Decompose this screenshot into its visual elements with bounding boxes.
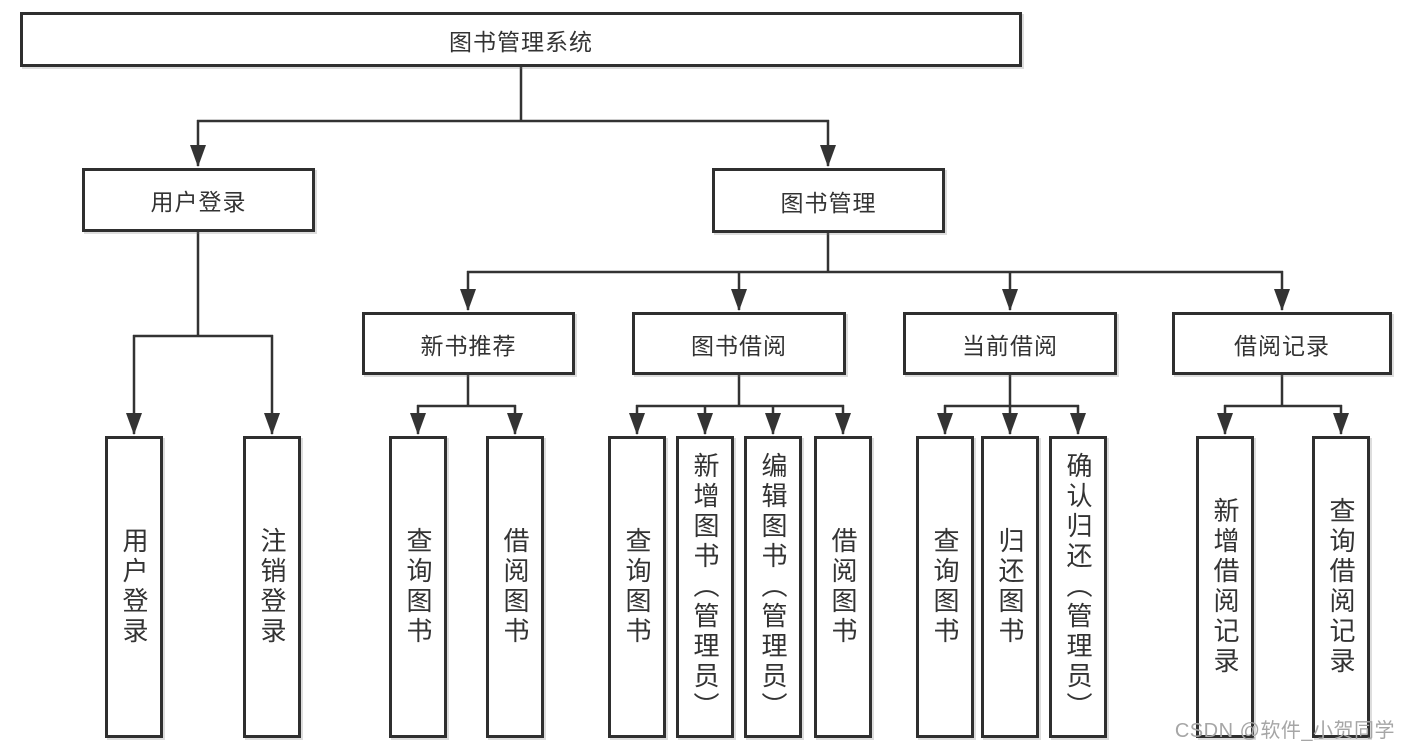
leaf-query-book-3: 查询图书 [916, 436, 974, 738]
node-book-mgmt-branch: 图书管理 [712, 168, 945, 233]
leaf-query-borrow-record: 查询借阅记录 [1312, 436, 1370, 738]
leaf-borrow-book-1: 借阅图书 [486, 436, 544, 738]
leaf-edit-book-admin: 编辑图书（管理员） [744, 436, 802, 738]
node-user-login-branch: 用户登录 [82, 168, 315, 232]
leaf-add-borrow-record: 新增借阅记录 [1196, 436, 1254, 738]
csdn-watermark: CSDN @软件_小贺同学 [1174, 720, 1395, 742]
leaf-user-login: 用户登录 [105, 436, 163, 738]
node-borrow-record: 借阅记录 [1172, 312, 1392, 375]
leaf-borrow-book-2: 借阅图书 [814, 436, 872, 738]
node-current-borrow: 当前借阅 [903, 312, 1117, 375]
node-root-library-system: 图书管理系统 [20, 12, 1022, 67]
leaf-query-book-2: 查询图书 [608, 436, 666, 738]
node-book-borrow: 图书借阅 [632, 312, 846, 375]
leaf-add-book-admin: 新增图书（管理员） [676, 436, 734, 738]
node-new-book-recommend: 新书推荐 [362, 312, 575, 375]
leaf-query-book-1: 查询图书 [389, 436, 447, 738]
leaf-return-book: 归还图书 [981, 436, 1039, 738]
leaf-logout: 注销登录 [243, 436, 301, 738]
leaf-confirm-return-admin: 确认归还（管理员） [1049, 436, 1107, 738]
